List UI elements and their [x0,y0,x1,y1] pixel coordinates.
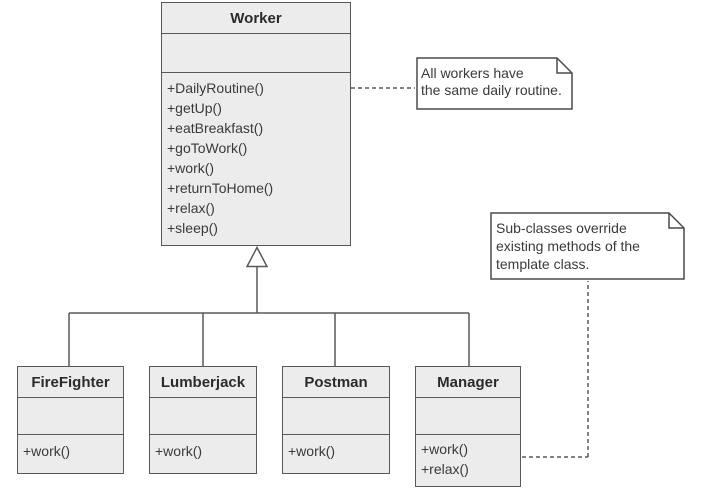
class-methods-postman: +work() [283,435,389,473]
class-box-firefighter: FireFighter +work() [17,366,124,474]
class-box-worker: Worker +DailyRoutine() +getUp() +eatBrea… [161,2,351,246]
class-attributes-manager [416,398,520,435]
method-line: +eatBreakfast() [167,120,264,136]
class-attributes-worker [162,34,350,73]
note-text: Sub-classes override existing methods of… [496,220,640,272]
class-title-postman: Postman [283,367,389,398]
class-methods-lumberjack: +work() [150,435,256,473]
method-line: +getUp() [167,100,222,116]
note-subclasses: Sub-classes override existing methods of… [490,212,685,280]
method-line: +work() [167,160,215,176]
class-box-postman: Postman +work() [282,366,390,474]
method-line: +relax() [421,461,469,477]
class-methods-firefighter: +work() [18,435,123,473]
note-text: All workers have the same daily routine. [421,65,562,98]
method-line: +work() [288,443,336,459]
method-line: +work() [155,443,203,459]
class-box-lumberjack: Lumberjack +work() [149,366,257,474]
class-methods-worker: +DailyRoutine() +getUp() +eatBreakfast()… [162,73,350,245]
class-attributes-firefighter [18,398,123,435]
method-line: +work() [421,441,469,457]
class-title-firefighter: FireFighter [18,367,123,398]
method-line: +goToWork() [167,140,248,156]
note-shape-icon [416,57,573,110]
method-line: +relax() [167,200,215,216]
class-attributes-lumberjack [150,398,256,435]
inheritance-triangle-icon [245,245,269,268]
method-line: +DailyRoutine() [167,80,264,96]
class-attributes-postman [283,398,389,435]
method-line: +returnToHome() [167,180,274,196]
note-shape-icon [490,212,685,280]
class-box-manager: Manager +work() +relax() [415,366,521,487]
class-methods-manager: +work() +relax() [416,435,520,486]
note-daily-routine: All workers have the same daily routine. [416,57,573,110]
class-title-worker: Worker [162,3,350,34]
class-title-lumberjack: Lumberjack [150,367,256,398]
method-line: +sleep() [167,220,218,236]
class-title-manager: Manager [416,367,520,398]
method-line: +work() [23,443,71,459]
